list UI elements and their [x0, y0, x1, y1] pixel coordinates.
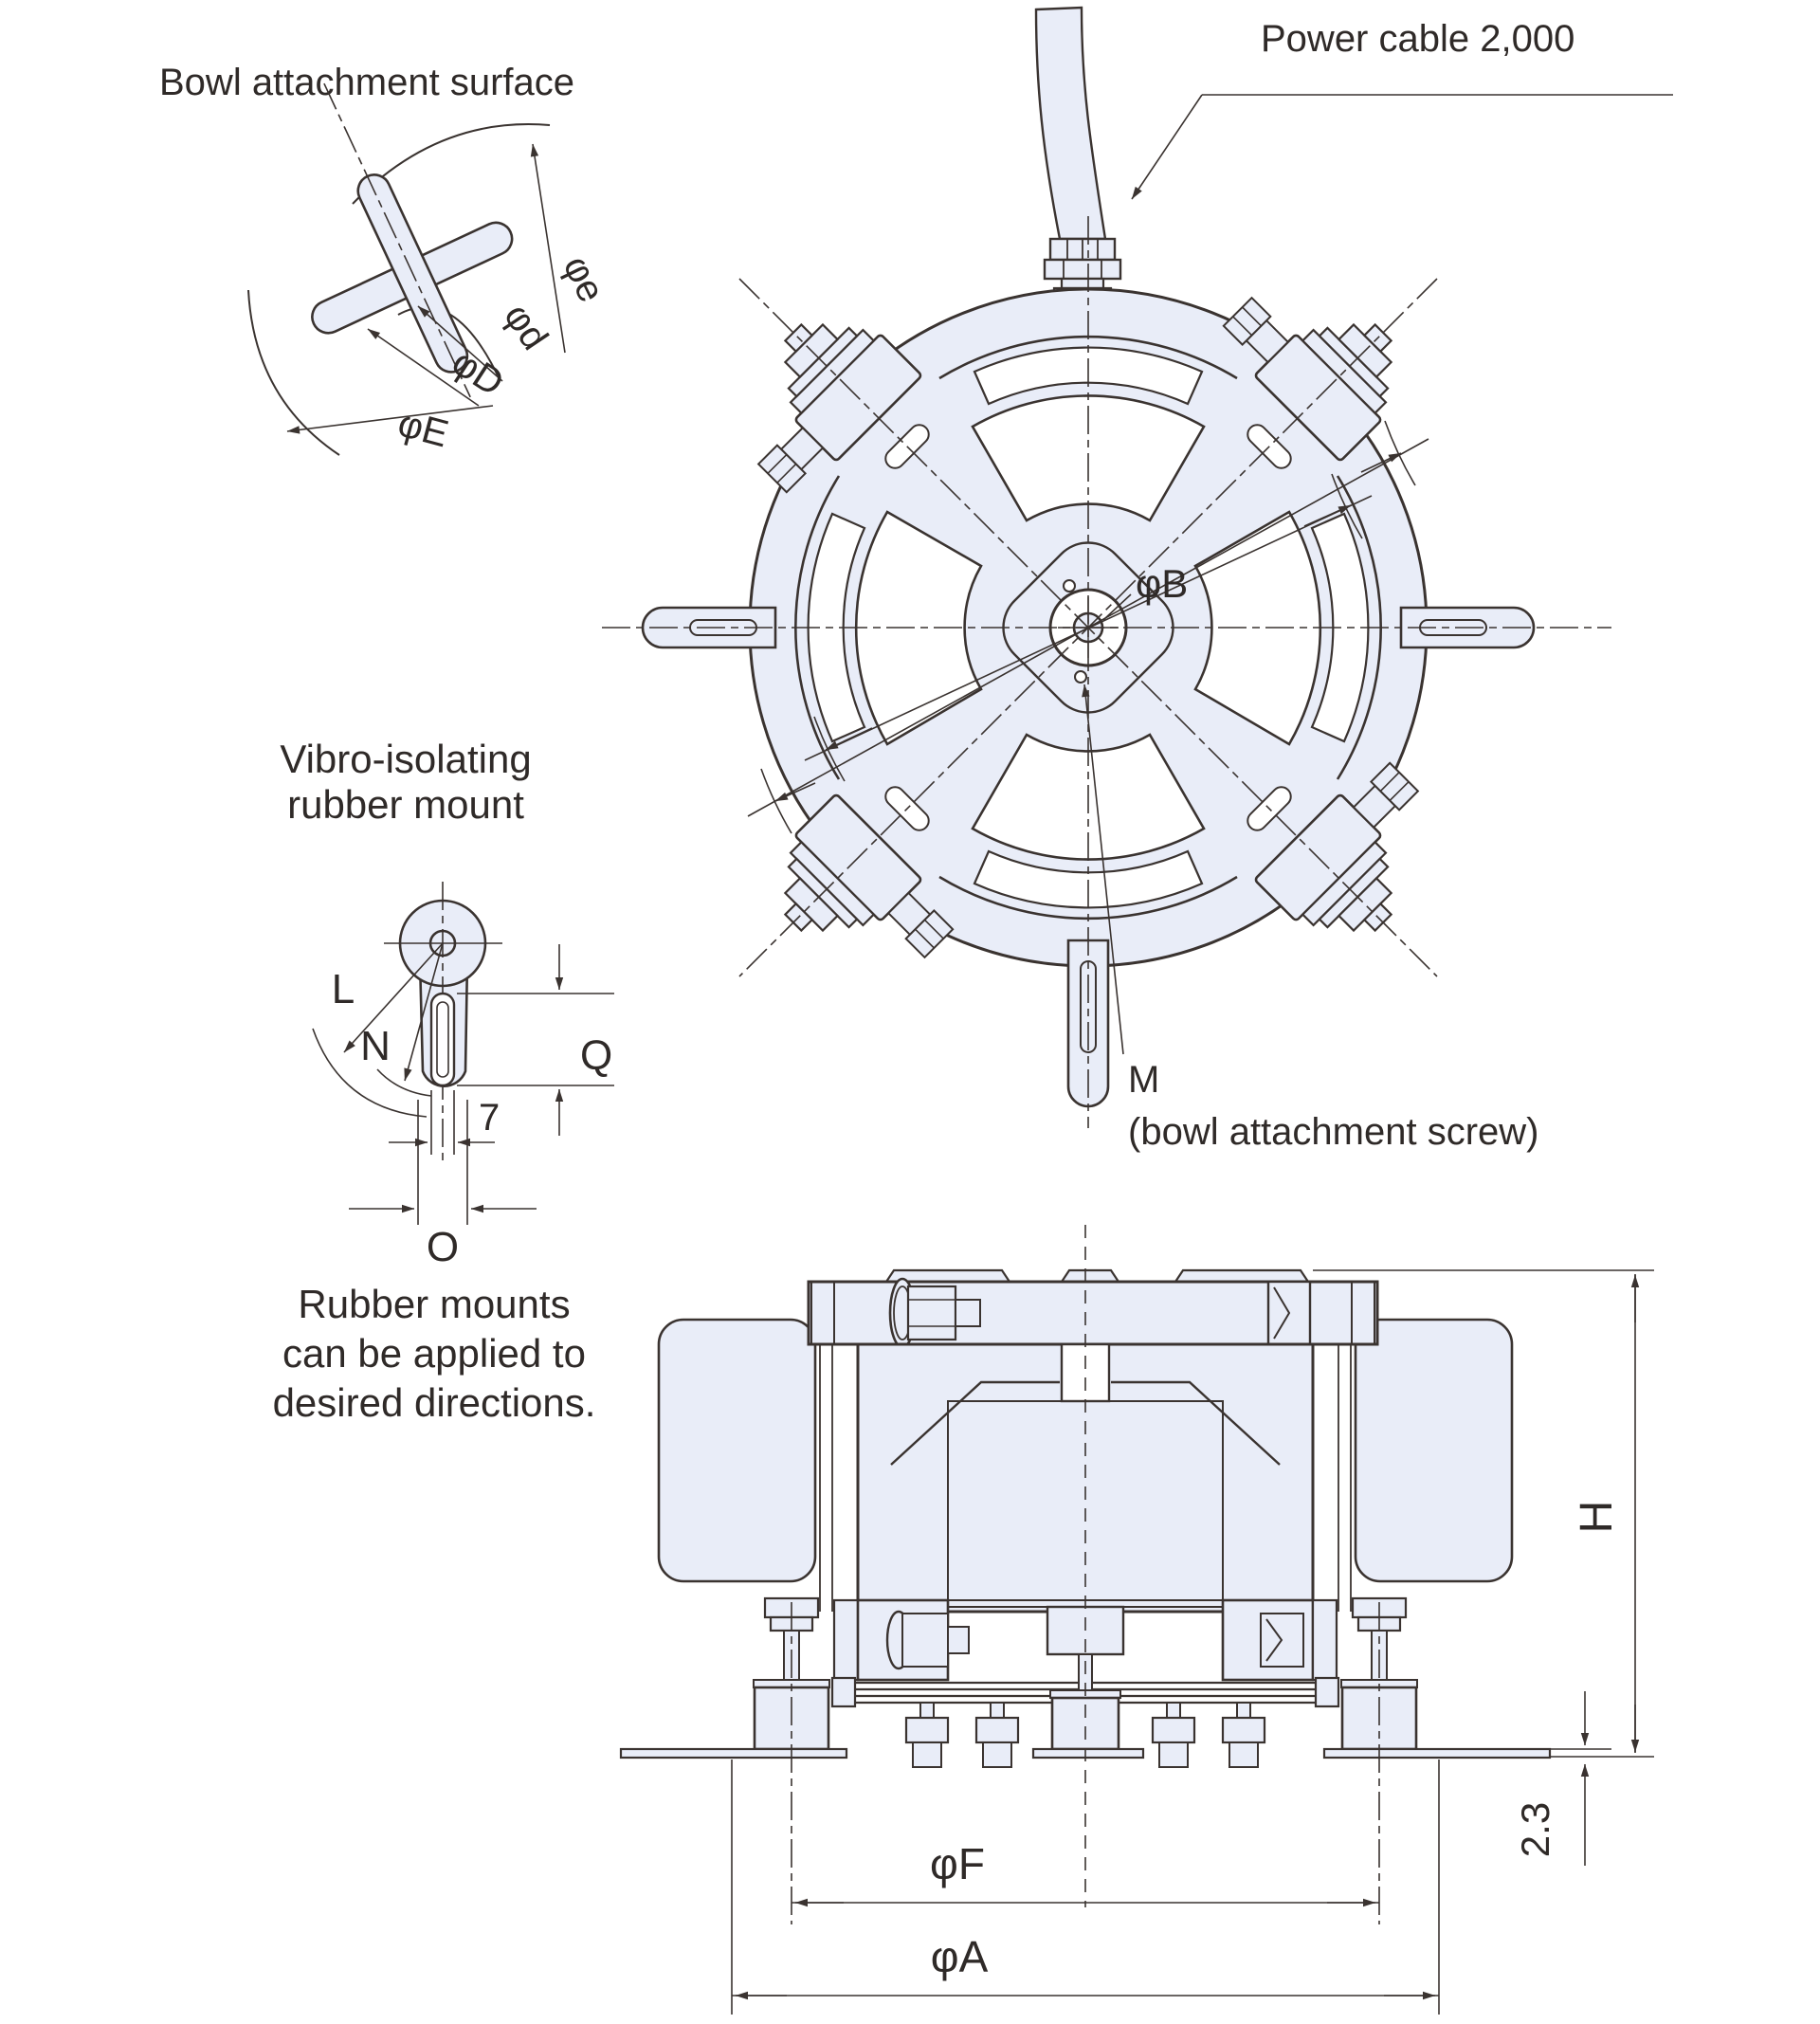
top-view: φB M (bowl attachment screw) [602, 216, 1611, 1153]
side-view: H 2.3 φF φA [619, 1225, 1654, 2015]
attachment-screw-hole-top [1063, 579, 1076, 593]
dim-line-N [404, 942, 444, 1082]
hanging-nuts [904, 1702, 1266, 1768]
label-7: 7 [479, 1097, 500, 1139]
note-text: Rubber mounts can be applied to desired … [273, 1282, 596, 1425]
main-body [856, 1342, 1315, 1656]
power-cable-body [1034, 6, 1107, 241]
power-cable: Power cable 2,000 [1034, 6, 1673, 311]
label-phi-F: φF [930, 1839, 985, 1888]
label-phi-b: φB [1136, 561, 1188, 606]
top-clamp-band [807, 1268, 1379, 1349]
body-center-notch [1060, 1342, 1111, 1403]
dim-arc-L [312, 1028, 428, 1118]
base-plate-center [1031, 1747, 1145, 1760]
mount-slot [429, 992, 456, 1087]
dimension-plate-thickness: 2.3 [1513, 1691, 1590, 1866]
dimension-phi-F: φF [792, 1839, 1379, 1907]
power-cable-leader-arrow [1131, 94, 1203, 200]
label-N: N [360, 1023, 391, 1069]
note-line1: Rubber mounts [298, 1282, 570, 1326]
label-phi-E: φE [393, 402, 452, 455]
label-L: L [332, 966, 355, 1012]
attachment-screw-hole-bottom [1074, 670, 1087, 684]
label-2-3: 2.3 [1513, 1802, 1557, 1857]
base-plate-right [1322, 1747, 1552, 1760]
rear-wing-right [1354, 1318, 1514, 1583]
vibro-title-line2: rubber mount [287, 782, 524, 827]
label-O: O [427, 1224, 459, 1270]
bowl-attachment-detail: Bowl attachment surface φe φd φD φE [159, 62, 612, 456]
m-leader [1082, 684, 1124, 1055]
base-plate-left [619, 1747, 848, 1760]
detail-arc-bottom [247, 289, 340, 456]
power-cable-label: Power cable 2,000 [1261, 18, 1574, 60]
dim-line-phi-D [367, 328, 480, 407]
bowl-attachment-title: Bowl attachment surface [159, 62, 574, 103]
label-H: H [1572, 1501, 1622, 1534]
dimension-H: H [1313, 1269, 1654, 1758]
label-Q: Q [580, 1032, 612, 1079]
rear-wing-left [657, 1318, 817, 1583]
label-m: M [1128, 1059, 1159, 1101]
dimension-phi-A: φA [731, 1760, 1440, 2015]
dim-line-phi-d [417, 305, 503, 382]
dim-line-phi-E [286, 405, 494, 434]
surface-diameter-dimensions [747, 420, 1429, 834]
lower-section [830, 1598, 1340, 1768]
label-phi-d: φd [496, 296, 555, 357]
attachment-cross-part [311, 82, 514, 398]
note-line3: desired directions. [273, 1380, 596, 1425]
label-phi-e: φe [555, 249, 612, 309]
dim-line-phi-e [530, 143, 566, 354]
label-phi-A: φA [931, 1932, 989, 1981]
dim-arc-N [376, 1068, 432, 1097]
phi-b-leader [1102, 593, 1132, 621]
note-line2: can be applied to [282, 1331, 586, 1376]
label-m-sub: (bowl attachment screw) [1128, 1111, 1538, 1153]
rubber-mount-detail: Vibro-isolating rubber mount L N Q 7 [280, 737, 614, 1270]
vibro-title-line1: Vibro-isolating [280, 737, 531, 781]
dim-line-L [343, 942, 444, 1053]
